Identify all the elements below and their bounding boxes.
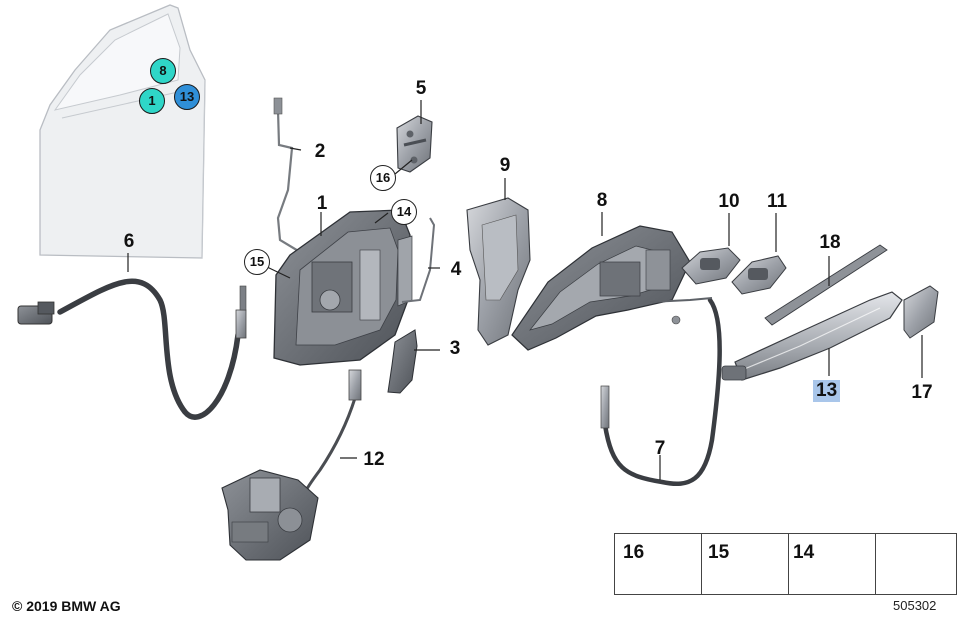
rod-4 (401, 217, 436, 303)
bowden-cable-6 (17, 278, 247, 420)
callout-4[interactable]: 4 (450, 259, 462, 280)
door-marker-1[interactable]: 1 (139, 88, 165, 114)
fastener-legend: 16 15 14 (614, 533, 957, 595)
door-lock-1 (273, 209, 413, 366)
callout-12[interactable]: 12 (363, 449, 385, 470)
legend-number-14[interactable]: 14 (793, 542, 815, 563)
bracket-9 (466, 197, 531, 346)
copyright-notice: © 2019 BMW AG (12, 598, 121, 614)
cover-cap-17 (903, 285, 939, 339)
callout-6[interactable]: 6 (123, 231, 135, 252)
legend-cell-14: 14 (789, 534, 876, 594)
striker-plate-5 (396, 115, 433, 173)
callout-10[interactable]: 10 (718, 191, 740, 212)
callout-2[interactable]: 2 (314, 141, 326, 162)
callout-13[interactable]: 13 (813, 380, 841, 402)
gasket-10 (681, 247, 741, 285)
door-marker-8[interactable]: 8 (150, 58, 176, 84)
callout-8[interactable]: 8 (596, 190, 608, 211)
diagram-number: 505302 (893, 598, 937, 613)
door-marker-13[interactable]: 13 (174, 84, 200, 110)
outer-door-handle-13 (721, 291, 903, 381)
callout-1[interactable]: 1 (316, 193, 328, 214)
callout-11[interactable]: 11 (766, 191, 788, 212)
bowden-cable-7 (600, 297, 722, 487)
actuator-and-cable-12 (221, 369, 362, 561)
operating-rod-2 (273, 97, 301, 253)
legend-number-16[interactable]: 16 (623, 542, 645, 563)
gasket-11 (731, 255, 787, 295)
handle-carrier-8 (511, 225, 691, 351)
callout-3[interactable]: 3 (449, 338, 461, 359)
legend-number-15[interactable]: 15 (708, 542, 730, 563)
callout-circle-14[interactable]: 14 (391, 199, 417, 225)
callout-7[interactable]: 7 (654, 438, 666, 459)
callout-17[interactable]: 17 (911, 382, 933, 403)
callout-5[interactable]: 5 (415, 78, 427, 99)
cover-3 (387, 329, 418, 394)
callout-9[interactable]: 9 (499, 155, 511, 176)
door-outline (39, 4, 206, 259)
legend-cell-16: 16 (615, 534, 702, 594)
legend-cell-15: 15 (702, 534, 789, 594)
leader-lines (127, 100, 923, 480)
callout-18[interactable]: 18 (819, 232, 841, 253)
trim-strip-18 (764, 244, 888, 326)
callout-circle-16[interactable]: 16 (370, 165, 396, 191)
callout-circle-15[interactable]: 15 (244, 249, 270, 275)
